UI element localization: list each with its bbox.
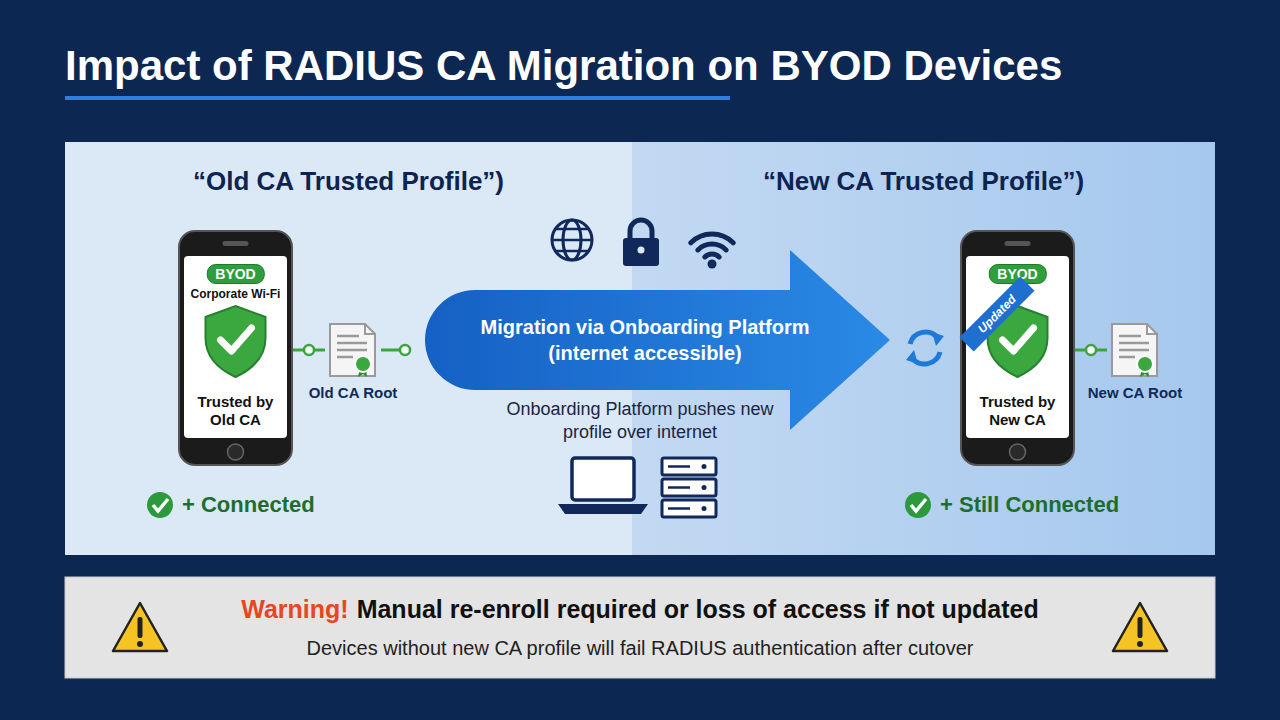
phone-body bbox=[179, 231, 292, 465]
panel-heading: “New CA Trusted Profile”) bbox=[632, 166, 1215, 197]
certificate-seal bbox=[1137, 356, 1153, 372]
check-icon bbox=[147, 492, 173, 518]
connector-dot bbox=[400, 345, 410, 355]
connector-group bbox=[293, 345, 325, 355]
certificate-illustration bbox=[325, 322, 381, 378]
warning-icon bbox=[137, 641, 143, 647]
phone-device: BYOD Corporate Wi-FiTrusted by Old CA bbox=[178, 230, 293, 466]
phone-device: BYODUpdatedTrusted by New CA bbox=[960, 230, 1075, 466]
certificate-page bbox=[1112, 324, 1157, 376]
shield-icon bbox=[206, 306, 266, 377]
warning-message: Manual re-enroll required or loss of acc… bbox=[357, 595, 1039, 623]
warning-line: Warning! Manual re-enroll required or los… bbox=[175, 595, 1105, 624]
globe-icon bbox=[552, 229, 592, 251]
check-icon bbox=[905, 492, 931, 518]
certificate-label: New CA Root bbox=[1088, 384, 1182, 401]
sync-icon bbox=[932, 332, 944, 346]
check-icon bbox=[153, 499, 168, 511]
status-label: + Still Connected bbox=[940, 491, 1119, 519]
warning-icon bbox=[1137, 641, 1143, 647]
certificate-lines bbox=[337, 336, 367, 357]
home-button bbox=[228, 444, 244, 460]
certificate-seal bbox=[355, 356, 371, 372]
check-mark bbox=[1003, 328, 1034, 351]
phone-body bbox=[961, 231, 1074, 465]
home-button bbox=[1010, 444, 1026, 460]
warning-icon bbox=[138, 617, 143, 638]
warning-detail: Devices without new CA profile will fail… bbox=[175, 637, 1105, 660]
certificate-fold bbox=[1147, 324, 1157, 334]
network-name: Corporate Wi-Fi bbox=[178, 287, 293, 301]
lock-icon bbox=[630, 220, 652, 240]
certificate-fold bbox=[365, 324, 375, 334]
check-icon bbox=[911, 499, 926, 511]
lock-icon bbox=[623, 238, 659, 266]
wifi-icon bbox=[691, 234, 733, 257]
title: Impact of RADIUS CA Migration on BYOD De… bbox=[65, 42, 1062, 90]
warning-icon bbox=[113, 603, 167, 651]
warning-fill bbox=[65, 577, 1215, 678]
server-icon bbox=[702, 464, 707, 469]
laptop-icon bbox=[572, 458, 634, 500]
warning-word: Warning! bbox=[241, 595, 348, 623]
laptop-icon bbox=[558, 504, 648, 514]
certificate-label: Old CA Root bbox=[309, 384, 398, 401]
byod-badge: BYOD bbox=[206, 264, 264, 284]
warning-box: Warning! Manual re-enroll required or los… bbox=[65, 577, 1215, 678]
server-icon bbox=[702, 485, 707, 490]
phone-screen bbox=[184, 256, 287, 438]
panel-heading: “Old CA Trusted Profile”) bbox=[65, 166, 632, 197]
connector-stub bbox=[381, 349, 401, 352]
title-underline bbox=[65, 96, 730, 100]
check-mark bbox=[221, 328, 252, 351]
sync-icon bbox=[906, 350, 918, 364]
warning-icon bbox=[1113, 603, 1167, 651]
certificate-icon: New CA Root bbox=[1107, 322, 1163, 378]
certificate-page bbox=[330, 324, 375, 376]
server-icon bbox=[702, 506, 707, 511]
wifi-icon bbox=[708, 260, 717, 269]
phone-speaker bbox=[223, 241, 249, 246]
migration-label: Migration via Onboarding Platform (inter… bbox=[445, 290, 845, 390]
connector-dot bbox=[1086, 345, 1096, 355]
warning-icon bbox=[1138, 617, 1143, 638]
connector-dot bbox=[304, 345, 314, 355]
server-icon bbox=[668, 467, 690, 509]
trust-status: Trusted by Old CA bbox=[187, 393, 284, 429]
trust-status: Trusted by New CA bbox=[969, 393, 1066, 429]
phone-speaker bbox=[1005, 241, 1031, 246]
certificate-lines bbox=[1119, 336, 1149, 357]
connector-group bbox=[1075, 345, 1107, 355]
certificate-illustration bbox=[1107, 322, 1163, 378]
note-text: Onboarding Platform pushes new profile o… bbox=[505, 398, 775, 444]
status-label: + Connected bbox=[182, 491, 315, 519]
certificate-icon: Old CA Root bbox=[325, 322, 381, 378]
lock-icon bbox=[638, 247, 645, 254]
globe-icon bbox=[552, 220, 592, 260]
